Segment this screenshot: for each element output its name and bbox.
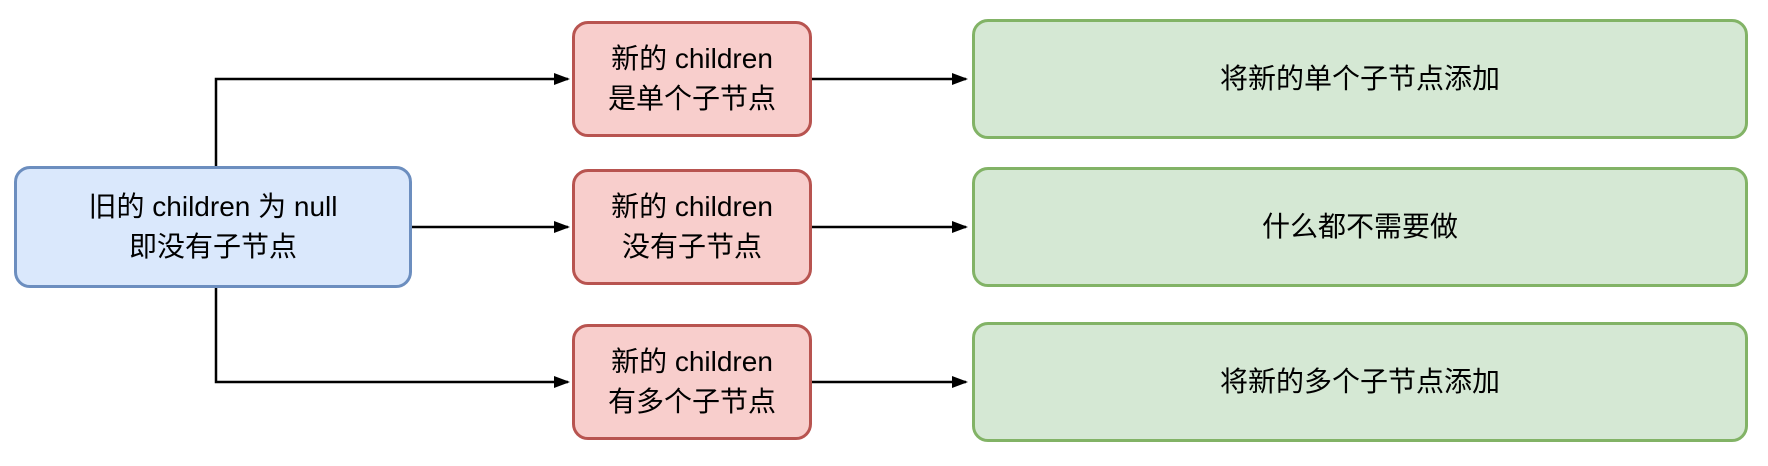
node-new-children-single: 新的 children 是单个子节点 <box>572 21 812 137</box>
node-new-children-multiple: 新的 children 有多个子节点 <box>572 324 812 440</box>
node-action-add-single-child: 将新的单个子节点添加 <box>972 19 1748 139</box>
node-action-do-nothing: 什么都不需要做 <box>972 167 1748 287</box>
edge-source-to-cond-single <box>214 73 570 166</box>
node-old-children-null: 旧的 children 为 null 即没有子节点 <box>14 166 412 288</box>
node-action-add-multiple-children: 将新的多个子节点添加 <box>972 322 1748 442</box>
edge-source-to-cond-multiple <box>214 288 570 388</box>
node-new-children-none: 新的 children 没有子节点 <box>572 169 812 285</box>
